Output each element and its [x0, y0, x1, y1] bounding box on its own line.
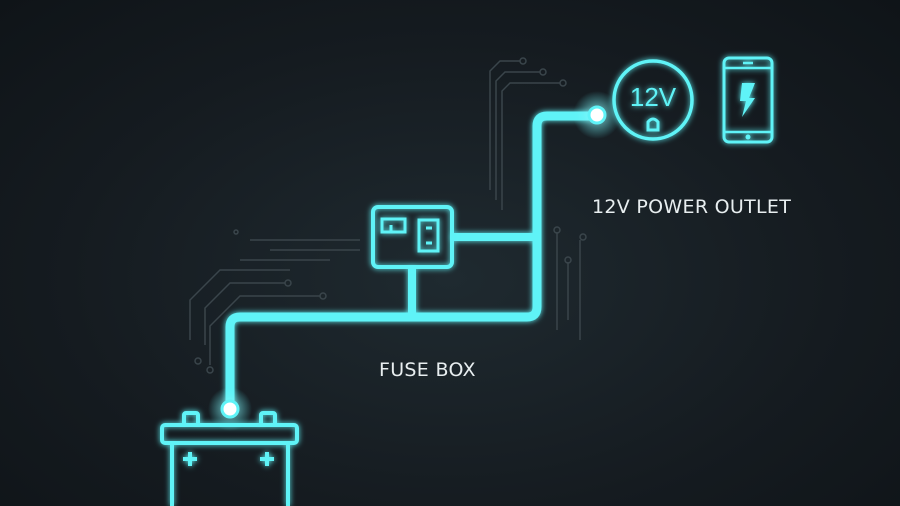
fuse-box-icon — [371, 205, 454, 269]
battery-icon — [160, 411, 299, 506]
smartphone-charging-icon — [722, 56, 774, 144]
outlet-connection-dot — [587, 105, 607, 125]
fuse-box-label: FUSE BOX — [379, 359, 476, 381]
circuit-traces — [189, 57, 587, 374]
power-outlet-icon: 12V — [612, 59, 694, 141]
power-outlet-label: 12V POWER OUTLET — [592, 196, 792, 218]
battery-connection-dot — [220, 399, 240, 419]
outlet-voltage-text: 12V — [630, 82, 677, 112]
main-wire — [225, 111, 597, 409]
